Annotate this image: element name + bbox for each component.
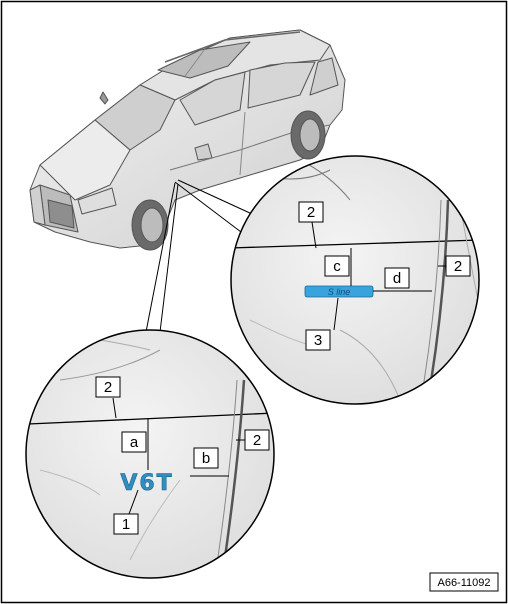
callout-label: 3 [314, 332, 322, 349]
s-line-badge-text: S line [328, 287, 351, 297]
callout-label: 2 [307, 204, 315, 221]
v6t-badge: V6T [120, 471, 173, 496]
leader-lines [145, 179, 253, 333]
callout-label: a [130, 434, 139, 451]
callout-label: d [393, 270, 401, 287]
upper-callouts: 2 c d 2 3 [298, 201, 471, 351]
lower-detail-view: V6T [25, 329, 275, 579]
callout-label: 2 [454, 258, 462, 275]
callout-label: c [333, 258, 341, 275]
reference-id: A66-11092 [437, 577, 490, 589]
car-illustration [29, 29, 346, 251]
callout-label: 2 [104, 379, 112, 396]
callout-label: 1 [122, 516, 130, 533]
callout-label: 2 [253, 432, 261, 449]
callout-label: b [202, 450, 210, 467]
lower-callouts: 2 a b 2 1 [95, 376, 270, 535]
upper-detail-view: S line [230, 155, 480, 405]
reference-id-box: A66-11092 [429, 572, 499, 592]
